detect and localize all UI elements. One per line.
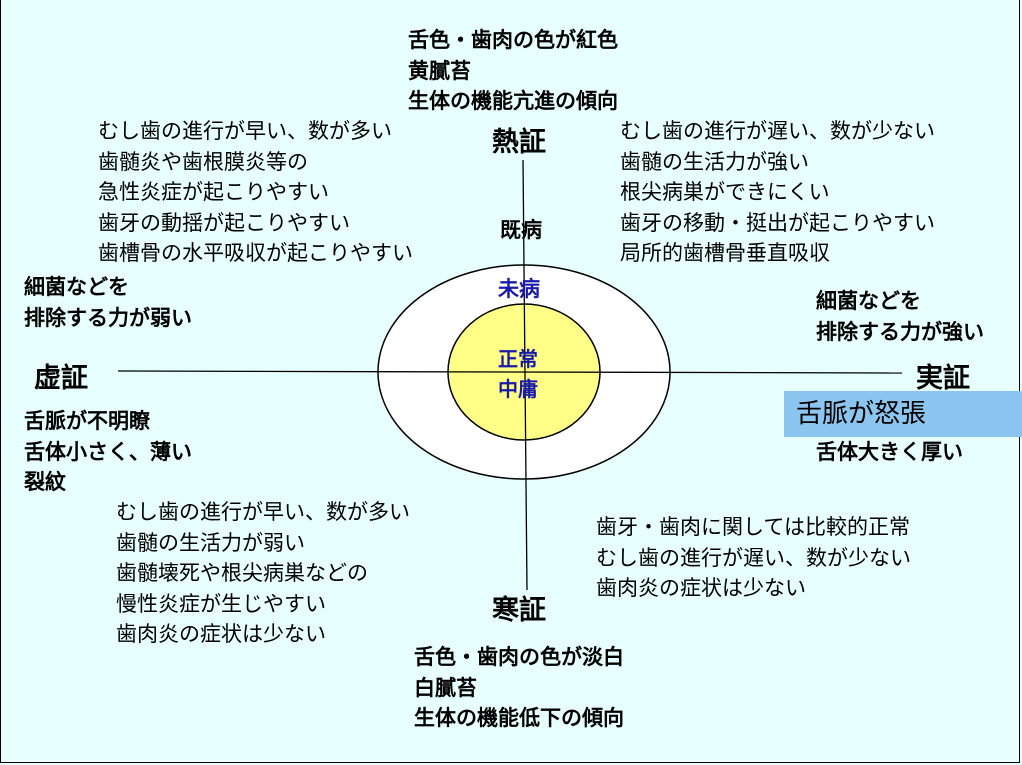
bottom-right-text: 歯牙・歯肉に関しては比較的正常 むし歯の進行が遅い、数が少ない 歯肉炎の症状は少… <box>596 512 911 604</box>
text-line: 排除する力が弱い <box>24 305 192 330</box>
axis-label-cold: 寒証 <box>492 595 546 626</box>
text-line: 歯肉炎の症状は少ない <box>116 622 326 646</box>
text-line: 根尖病巣ができにくい <box>620 180 830 204</box>
right-lower-text: 舌体大きく厚い <box>816 437 963 468</box>
text-line: 生体の機能低下の傾向 <box>414 706 624 730</box>
stage-label-pre-disease: 未病 <box>498 277 540 301</box>
text-line: 細菌などを <box>816 289 921 313</box>
text-line: 慢性炎症が生じやすい <box>116 591 326 616</box>
text-line: 急性炎症が起こりやすい <box>98 180 329 204</box>
text-line: 白膩苔 <box>414 675 477 700</box>
vertical-axis-line <box>522 159 528 591</box>
highlight-tongue-vein: 舌脈が怒張 <box>784 391 1022 437</box>
bottom-left-text: むし歯の進行が早い、数が多い 歯髄の生活力が弱い 歯髄壊死や根尖病巣などの 慢性… <box>116 497 410 650</box>
text-line: むし歯の進行が早い、数が多い <box>116 500 410 524</box>
text-line: 歯牙の移動・挺出が起こりやすい <box>620 210 935 235</box>
text-line: 歯髄壊死や根尖病巣などの <box>116 561 368 585</box>
text-line: 歯肉炎の症状は少ない <box>596 576 806 600</box>
text-line: 黄膩苔 <box>408 58 471 83</box>
text-line: 舌色・歯肉の色が淡白 <box>414 645 624 669</box>
right-upper-text: 細菌などを 排除する力が強い <box>816 286 984 347</box>
left-lower-text: 舌脈が不明瞭 舌体小さく、薄い 裂紋 <box>24 406 192 498</box>
axis-label-excess: 実証 <box>916 363 970 394</box>
text-line: 排除する力が強い <box>816 319 984 344</box>
text-line: 舌色・歯肉の色が紅色 <box>408 28 618 52</box>
text-line: 舌体大きく厚い <box>816 440 963 464</box>
stage-label-diseased: 既病 <box>500 218 542 242</box>
horizontal-axis-line <box>117 370 903 374</box>
top-left-text: むし歯の進行が早い、数が多い 歯髄炎や歯根膜炎等の 急性炎症が起こりやすい 歯牙… <box>98 116 413 269</box>
text-line: 歯髄の生活力が弱い <box>116 530 305 555</box>
top-right-text: むし歯の進行が遅い、数が少ない 歯髄の生活力が強い 根尖病巣ができにくい 歯牙の… <box>620 116 935 269</box>
bottom-center-text: 舌色・歯肉の色が淡白 白膩苔 生体の機能低下の傾向 <box>414 642 624 734</box>
text-line: 局所的歯槽骨垂直吸収 <box>620 241 830 265</box>
center-line-1: 正常 <box>498 347 538 371</box>
axis-label-heat: 熱証 <box>492 127 546 158</box>
text-line: 舌体小さく、薄い <box>24 439 192 464</box>
top-center-text: 舌色・歯肉の色が紅色 黄膩苔 生体の機能亢進の傾向 <box>408 25 618 117</box>
text-line: 歯髄炎や歯根膜炎等の <box>98 149 308 174</box>
text-line: 細菌などを <box>24 275 129 299</box>
text-line: 歯牙の動揺が起こりやすい <box>98 210 350 235</box>
text-line: 歯槽骨の水平吸収が起こりやすい <box>98 241 413 265</box>
text-line: むし歯の進行が遅い、数が少ない <box>596 545 911 570</box>
stage-label-normal: 正常 中庸 <box>498 344 538 404</box>
left-upper-text: 細菌などを 排除する力が弱い <box>24 272 192 333</box>
text-line: 裂紋 <box>24 470 66 494</box>
text-line: 舌脈が不明瞭 <box>24 409 150 433</box>
text-line: 歯髄の生活力が強い <box>620 149 809 174</box>
text-line: 歯牙・歯肉に関しては比較的正常 <box>596 515 910 539</box>
text-line: むし歯の進行が遅い、数が少ない <box>620 119 935 143</box>
text-line: むし歯の進行が早い、数が多い <box>98 119 392 143</box>
text-line: 生体の機能亢進の傾向 <box>408 89 618 113</box>
center-line-2: 中庸 <box>498 377 538 401</box>
axis-label-deficiency: 虚証 <box>34 363 88 394</box>
